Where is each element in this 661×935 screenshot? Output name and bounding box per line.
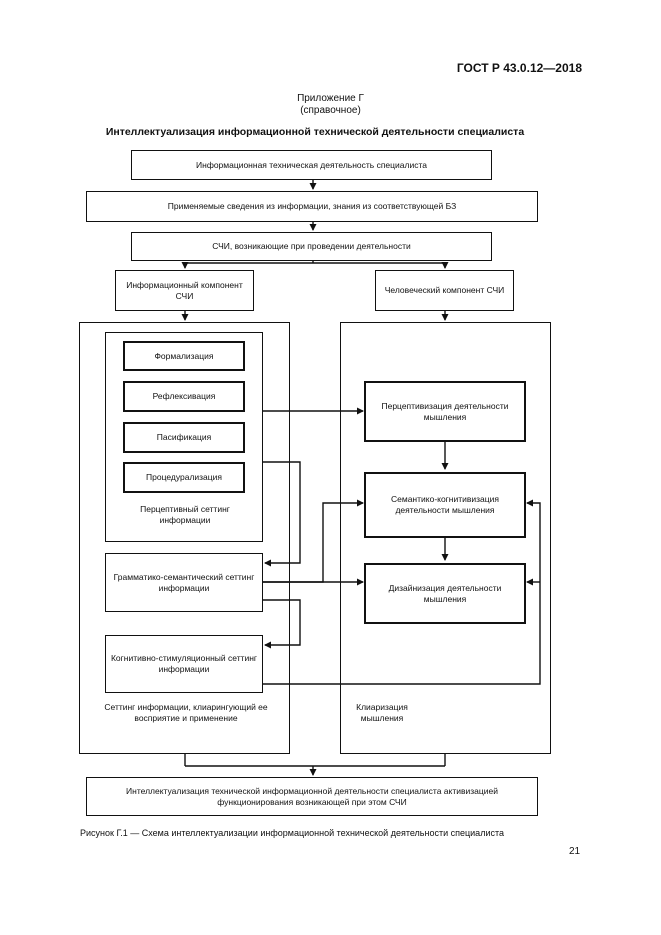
box-human-component: Человеческий компонент СЧИ xyxy=(375,270,514,311)
box-cognitive-setting: Когнитивно-стимуляционный сеттинг информ… xyxy=(105,635,263,693)
box-pacification: Пасификация xyxy=(123,422,245,453)
box-intellectualization-result: Интеллектуализация технической информаци… xyxy=(86,777,538,816)
box-grammatical-setting: Грамматико-семантический сеттинг информа… xyxy=(105,553,263,612)
box-sci-arising: СЧИ, возникающие при проведении деятельн… xyxy=(131,232,492,261)
appendix-title: Приложение Г xyxy=(297,93,364,104)
box-designization: Дизайнизация деятельности мышления xyxy=(364,563,526,624)
box-perceptivization: Перцептивизация деятельности мышления xyxy=(364,381,526,442)
standard-number: ГОСТ Р 43.0.12—2018 xyxy=(456,61,582,75)
perceptive-setting-label: Перцептивный сеттинг информации xyxy=(140,504,230,525)
figure-caption: Рисунок Г.1 — Схема интеллектуализации и… xyxy=(80,828,504,838)
box-info-component: Информационный компонент СЧИ xyxy=(115,270,254,311)
left-frame xyxy=(79,322,290,754)
box-applied-knowledge: Применяемые сведения из информации, знан… xyxy=(86,191,538,222)
appendix-heading: Приложение Г (справочное) xyxy=(0,93,661,117)
perceptive-frame xyxy=(105,332,263,542)
appendix-note: (справочное) xyxy=(300,105,361,116)
page-number: 21 xyxy=(569,846,581,857)
box-proceduralization: Процедурализация xyxy=(123,462,245,493)
right-frame xyxy=(340,322,551,754)
left-frame-caption: Сеттинг информации, клиарингующий ее вос… xyxy=(104,702,268,723)
section-title: Интеллектуализация информационной технич… xyxy=(105,126,525,138)
box-formalization: Формализация xyxy=(123,341,245,371)
box-reflection: Рефлексивация xyxy=(123,381,245,412)
box-info-activity: Информационная техническая деятельность … xyxy=(131,150,492,180)
box-semantic-cognitivization: Семантико-когнитивизация деятельности мы… xyxy=(364,472,526,538)
right-frame-caption: Клиаризация мышления xyxy=(356,702,408,723)
